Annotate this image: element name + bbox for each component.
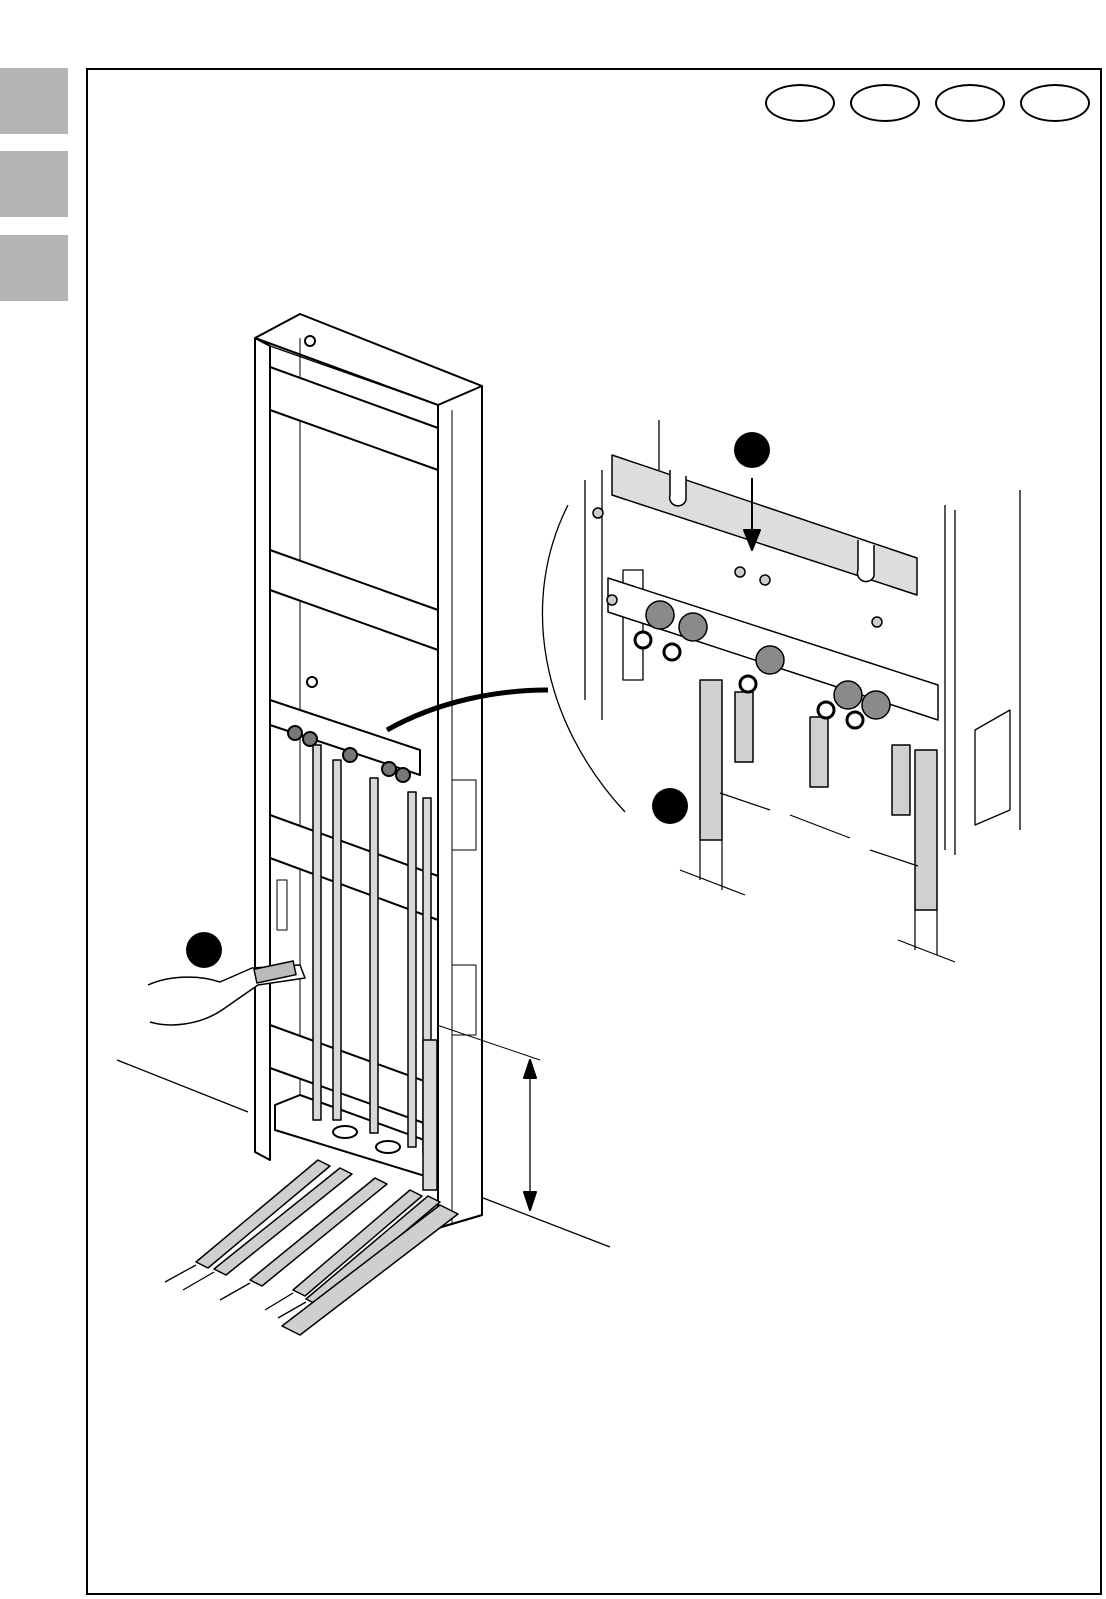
- installation-illustration: [0, 0, 1106, 1599]
